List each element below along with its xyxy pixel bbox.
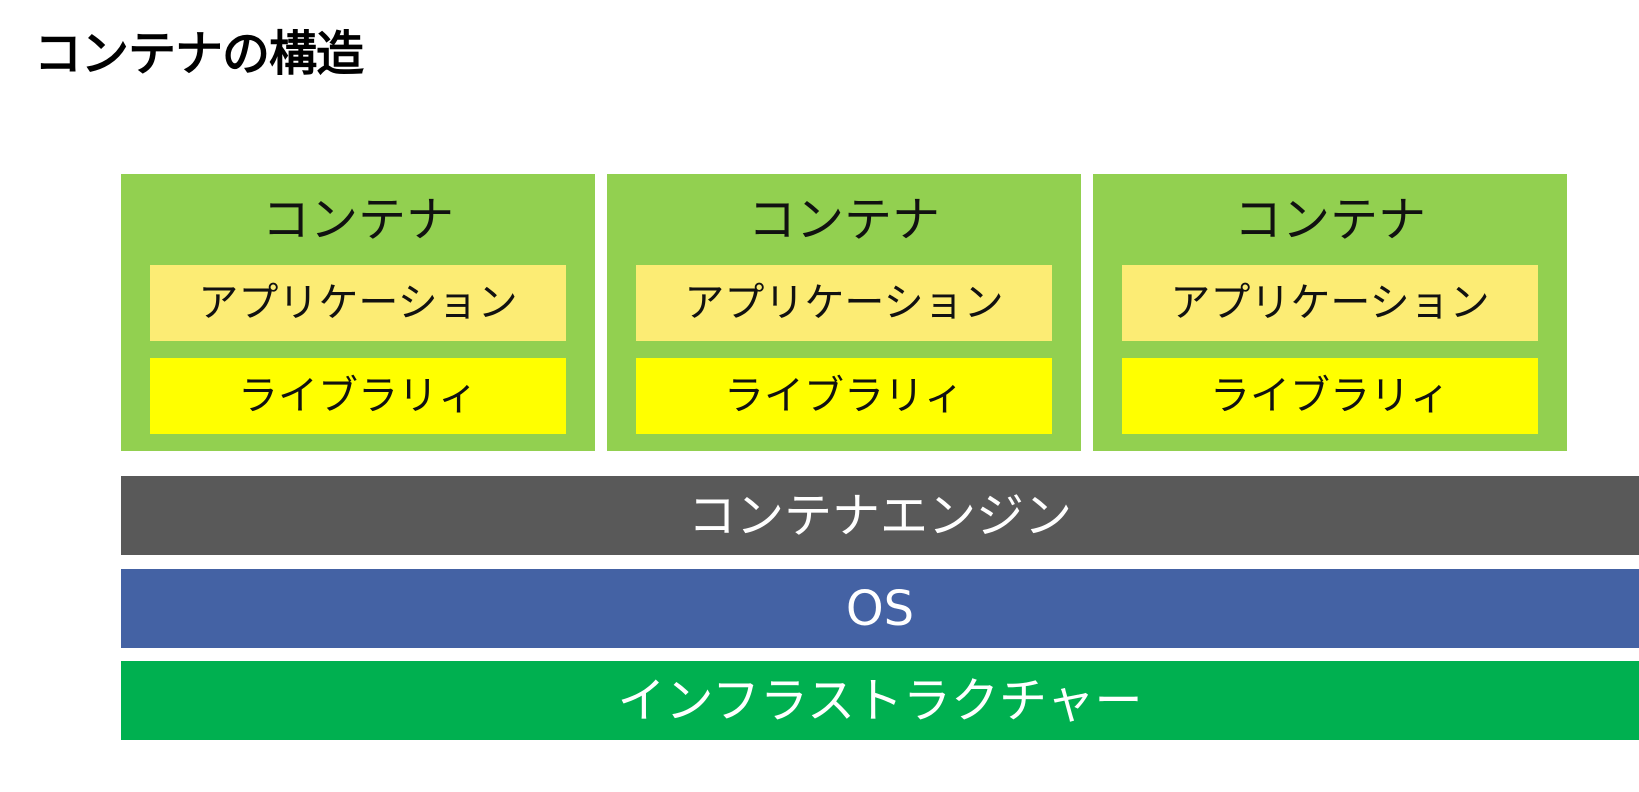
library-label: ライブラリィ xyxy=(238,373,478,419)
infrastructure-label: インフラストラクチャー xyxy=(617,672,1143,729)
os-label: OS xyxy=(845,580,915,637)
container-box-2: コンテナ アプリケーション ライブラリィ xyxy=(607,174,1081,451)
library-label: ライブラリィ xyxy=(724,373,964,419)
application-label: アプリケーション xyxy=(684,280,1004,326)
application-layer: アプリケーション xyxy=(636,265,1052,341)
page-title: コンテナの構造 xyxy=(34,26,364,82)
library-layer: ライブラリィ xyxy=(150,358,566,434)
os-layer: OS xyxy=(121,569,1639,648)
container-label: コンテナ xyxy=(261,192,454,248)
application-layer: アプリケーション xyxy=(1122,265,1538,341)
container-engine-layer: コンテナエンジン xyxy=(121,476,1639,555)
library-layer: ライブラリィ xyxy=(1122,358,1538,434)
container-engine-label: コンテナエンジン xyxy=(687,487,1072,544)
application-layer: アプリケーション xyxy=(150,265,566,341)
container-box-3: コンテナ アプリケーション ライブラリィ xyxy=(1093,174,1567,451)
library-layer: ライブラリィ xyxy=(636,358,1052,434)
container-box-1: コンテナ アプリケーション ライブラリィ xyxy=(121,174,595,451)
library-label: ライブラリィ xyxy=(1210,373,1450,419)
application-label: アプリケーション xyxy=(1170,280,1490,326)
application-label: アプリケーション xyxy=(198,280,518,326)
container-label: コンテナ xyxy=(747,192,940,248)
infrastructure-layer: インフラストラクチャー xyxy=(121,661,1639,740)
container-label: コンテナ xyxy=(1233,192,1426,248)
